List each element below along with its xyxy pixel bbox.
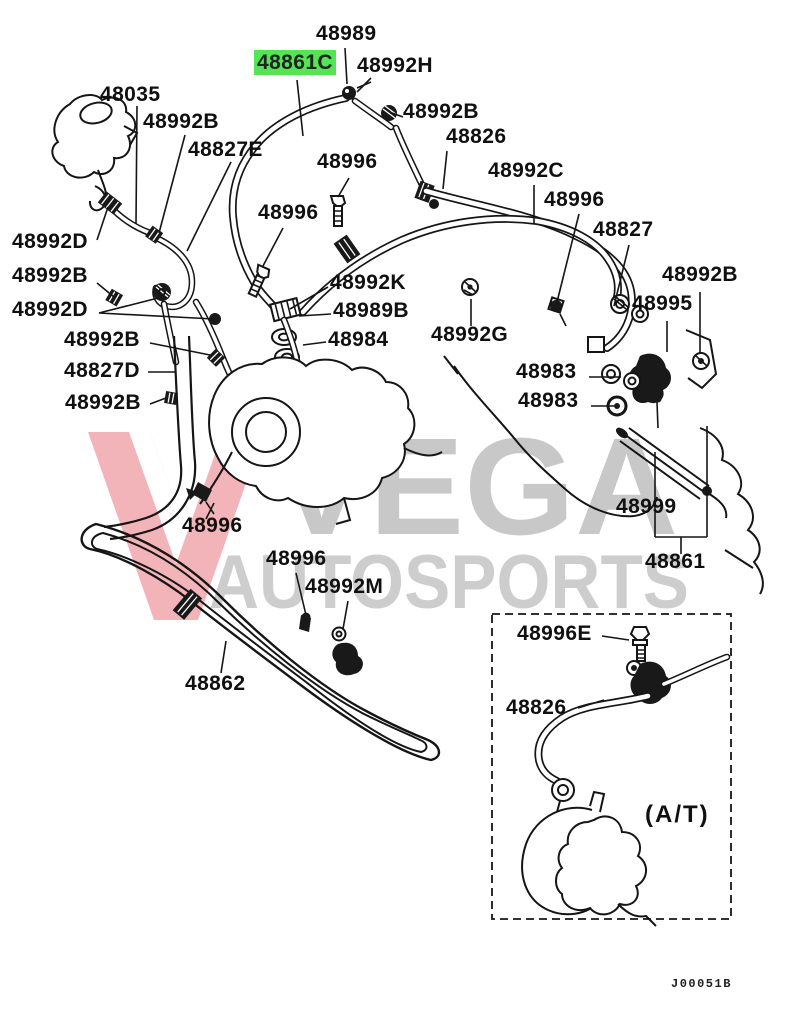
bolt [629,626,651,662]
washer [601,364,621,384]
part-label-48996: 48996 [317,150,378,173]
reservoir-drawing [51,94,139,212]
part-label-48992H: 48992H [357,54,433,77]
part-label-48992C: 48992C [488,159,564,182]
part-label-48996: 48996 [258,201,319,224]
part-label-48992G: 48992G [431,323,509,346]
part-label-48827E: 48827E [188,138,263,161]
cooler-pipe-drawing [80,335,441,762]
banjo-fitting [626,660,671,704]
part-label-48983: 48983 [516,360,577,383]
elbow-fitting [209,313,221,325]
grommet-fitting [461,278,479,296]
part-label-48992B: 48992B [12,264,88,287]
bolt [299,612,311,632]
banjo-fitting [628,353,672,404]
bolt [247,263,271,298]
bolt [186,482,215,515]
part-label-48992B: 48992B [65,391,141,414]
hose-clamp [145,225,164,244]
transmission-note: (A/T) [645,801,710,828]
part-label-48992D: 48992D [12,230,88,253]
part-label-48861: 48861 [645,550,706,573]
bolt [329,195,347,227]
inset-box [491,613,732,927]
part-label-48999: 48999 [616,495,677,518]
part-label-48984: 48984 [328,328,389,351]
chassis-outline-drawing [443,329,764,595]
part-label-48992B: 48992B [143,110,219,133]
tube-end-cap [587,336,605,353]
part-label-48992D: 48992D [12,298,88,321]
part-label-48996: 48996 [266,547,327,570]
pressure-hose-drawing [299,187,636,352]
washer [623,372,641,390]
part-label-48992B: 48992B [64,328,140,351]
part-label-48989B: 48989B [333,299,409,322]
center-fittings-drawing [247,195,479,370]
diagram-code: J00051B [671,977,732,991]
part-label-48996: 48996 [182,514,243,537]
bolt [606,395,628,417]
hose-clamp [97,191,123,215]
knurled-fitting [631,305,649,323]
hose-clamp [206,348,226,367]
knurled-union [269,296,302,323]
part-label-48992B: 48992B [403,100,479,123]
hose-clamp [164,391,178,405]
steering-gear-drawing [199,356,443,525]
right-fittings-drawing [587,294,710,429]
leader-lines [96,47,701,709]
part-label-48827D: 48827D [64,359,140,382]
hose-clamp [333,234,361,264]
part-label-48983: 48983 [518,389,579,412]
part-label-48827: 48827 [593,218,654,241]
grommet-fitting [692,352,710,370]
inset-steering-gear-drawing [521,790,657,927]
bracket-fitting [332,642,363,676]
grommet-fitting [331,626,347,642]
elbow-fitting [429,199,439,209]
v-logo [88,432,264,620]
part-label-48826: 48826 [506,696,567,719]
part-label-48035: 48035 [100,83,161,106]
part-label-48992M: 48992M [305,575,384,598]
knurled-fitting [381,105,398,121]
part-label-48826: 48826 [446,125,507,148]
grommet-fitting [551,778,575,813]
hose-bundle-drawing [615,426,728,554]
part-label-48861C-highlighted: 48861C [254,50,336,75]
part-label-48992K: 48992K [330,271,406,294]
part-label-48995: 48995 [632,292,693,315]
part-label-48989: 48989 [316,22,377,45]
part-label-48992B: 48992B [662,263,738,286]
part-label-48862: 48862 [185,672,246,695]
watermark-sub: AUTOSPORTS [209,540,689,625]
part-label-48996E: 48996E [517,622,592,645]
part-label-48996: 48996 [544,188,605,211]
grommet-fitting [342,81,372,100]
pipe-clamp [172,588,203,620]
knurled-fitting [153,283,171,301]
